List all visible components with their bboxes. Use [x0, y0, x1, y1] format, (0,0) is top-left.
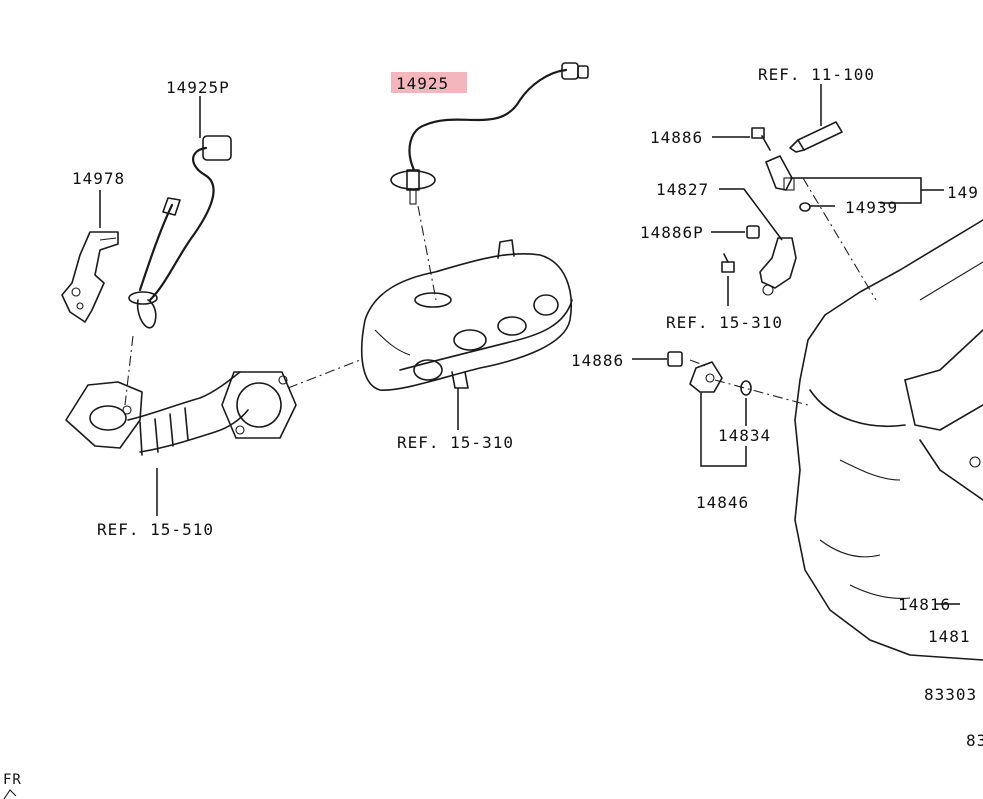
- label-14886-mid[interactable]: 14886: [571, 351, 624, 370]
- label-14886-top[interactable]: 14886: [650, 128, 703, 147]
- label-14886P[interactable]: 14886P: [640, 223, 704, 242]
- leader-lines: [99, 84, 960, 605]
- stud-ref-15-310: [721, 253, 735, 273]
- label-ref-15-310-right[interactable]: REF. 15-310: [666, 313, 783, 332]
- label-14939[interactable]: 14939: [845, 198, 898, 217]
- sealant-tube-ref-11-100: [789, 121, 843, 153]
- label-149-cut[interactable]: 149: [947, 183, 979, 202]
- bolt-14886P[interactable]: [746, 225, 760, 239]
- harness-14925P[interactable]: [128, 135, 232, 329]
- o-ring-14834[interactable]: [740, 380, 752, 396]
- part-highlight-14925: [391, 72, 467, 93]
- o-ring-14939[interactable]: [799, 202, 811, 212]
- label-fr: FR: [3, 772, 22, 788]
- label-ref-15-310-mid[interactable]: REF. 15-310: [397, 433, 514, 452]
- label-1481-cut[interactable]: 1481: [928, 627, 971, 646]
- bracket-14827[interactable]: [759, 237, 797, 296]
- oxygen-sensor-14925[interactable]: [390, 62, 589, 205]
- front-direction-arrow-icon: [3, 789, 17, 799]
- label-14925P[interactable]: 14925P: [166, 78, 230, 97]
- label-14925-highlighted[interactable]: 14925: [396, 74, 449, 93]
- label-83303-cut[interactable]: 83303: [924, 685, 977, 704]
- label-14816[interactable]: 14816: [898, 595, 951, 614]
- front-exhaust-pipe: [65, 371, 297, 456]
- sensor-149[interactable]: [765, 155, 795, 191]
- label-14978[interactable]: 14978: [72, 169, 125, 188]
- label-83-cut[interactable]: 83: [966, 731, 983, 750]
- label-14834[interactable]: 14834: [718, 426, 771, 445]
- bolt-14886-mid[interactable]: [667, 351, 683, 367]
- exhaust-manifold: [360, 239, 573, 391]
- label-ref-11-100[interactable]: REF. 11-100: [758, 65, 875, 84]
- label-14827[interactable]: 14827: [656, 180, 709, 199]
- bolt-14886-top[interactable]: [751, 127, 771, 151]
- label-ref-15-510[interactable]: REF. 15-510: [97, 520, 214, 539]
- cam-sensor-14846[interactable]: [689, 361, 723, 393]
- bracket-14978[interactable]: [61, 231, 119, 323]
- engine-block: [794, 219, 983, 661]
- label-14846[interactable]: 14846: [696, 493, 749, 512]
